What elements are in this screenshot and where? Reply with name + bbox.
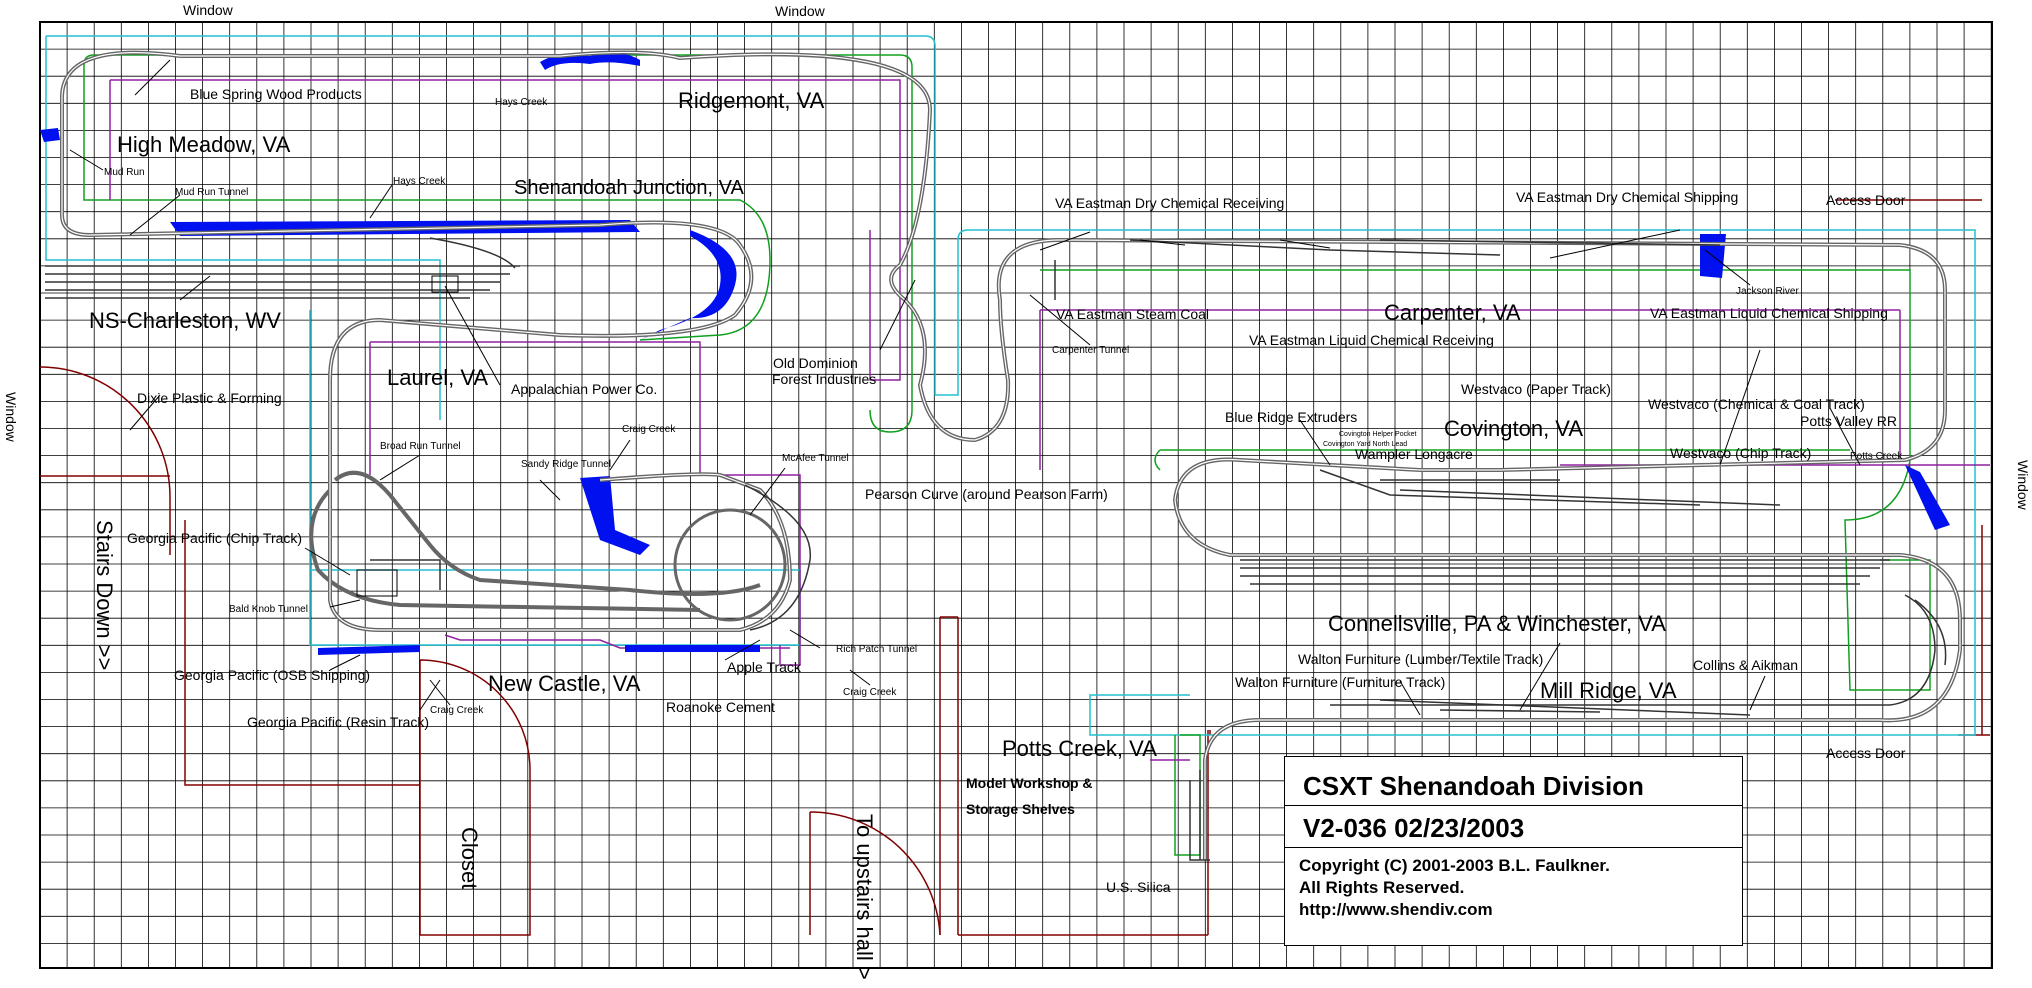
label-gp-osb: Georgia Pacific (OSB Shipping) (174, 667, 371, 683)
label-covington-helper-pocket: Covington Helper Pocket (1339, 431, 1417, 438)
track-rails (61, 51, 1961, 860)
label-walton-furniture: Walton Furniture (Furniture Track) (1235, 674, 1446, 690)
town-connellsville-winchester: Connellsville, PA & Winchester, VA (1328, 611, 1666, 636)
label-westvaco-chemical: Westvaco (Chemical & Coal Track) (1648, 396, 1865, 412)
label-jackson-river: Jackson River (1736, 286, 1799, 297)
label-vae-dry-receiving: VA Eastman Dry Chemical Receiving (1055, 195, 1285, 211)
label-gp-chip: Georgia Pacific (Chip Track) (127, 530, 303, 546)
leader-lines (69, 59, 1861, 716)
label-craig-creek-2: Craig Creek (430, 705, 484, 716)
label-hays-creek-1: Hays Creek (495, 97, 548, 108)
label-hays-creek-2: Hays Creek (393, 176, 446, 187)
label-gp-resin: Georgia Pacific (Resin Track) (247, 714, 430, 730)
town-potts-creek: Potts Creek, VA (1002, 736, 1157, 761)
label-dixie-plastic: Dixie Plastic & Forming (137, 390, 282, 406)
title-block-rights: All Rights Reserved. (1299, 878, 1465, 897)
label-wampler-longacre: Wampler Longacre (1355, 446, 1473, 462)
label-craig-creek-3: Craig Creek (843, 687, 897, 698)
label-westvaco-chip: Westvaco (Chip Track) (1670, 445, 1812, 461)
title-block-version: V2-036 02/23/2003 (1303, 813, 1525, 843)
label-vae-dry-shipping: VA Eastman Dry Chemical Shipping (1516, 189, 1739, 205)
label-old-dominion-1: Old Dominion (773, 355, 858, 371)
water-features (40, 52, 1950, 655)
town-laurel: Laurel, VA (387, 365, 489, 390)
loop-circle (673, 508, 787, 622)
town-covington: Covington, VA (1444, 416, 1584, 441)
label-bald-knob-tunnel: Bald Knob Tunnel (229, 604, 308, 615)
closet-label: Closet (457, 827, 482, 890)
upstairs-hall-label: To upstairs hall > (852, 814, 877, 980)
label-craig-creek-1: Craig Creek (622, 424, 676, 435)
label-walton-lumber: Walton Furniture (Lumber/Textile Track) (1298, 651, 1544, 667)
label-blue-ridge-extruders: Blue Ridge Extruders (1225, 409, 1358, 425)
access-door-top[interactable]: Access Door (1826, 192, 1906, 208)
access-door-bottom[interactable]: Access Door (1826, 745, 1906, 761)
town-ridgemont: Ridgemont, VA (678, 88, 825, 113)
town-mill-ridge: Mill Ridge, VA (1540, 678, 1677, 703)
town-high-meadow: High Meadow, VA (117, 132, 291, 157)
window-label-left: Window (3, 392, 19, 442)
label-blue-spring: Blue Spring Wood Products (190, 86, 362, 102)
label-collins-aikman: Collins & Aikman (1693, 657, 1799, 673)
window-label-top-middle: Window (775, 3, 825, 19)
workshop-label-1: Model Workshop & (966, 775, 1093, 791)
label-broad-run-tunnel: Broad Run Tunnel (380, 441, 461, 452)
window-label-right: Window (2015, 460, 2031, 510)
label-rich-patch-tunnel: Rich Patch Tunnel (836, 644, 918, 655)
grid (39, 21, 1992, 968)
wall-lines (39, 199, 1990, 936)
label-carpenter-tunnel: Carpenter Tunnel (1052, 345, 1130, 356)
label-vae-steam-coal: VA Eastman Steam Coal (1056, 306, 1210, 322)
label-pearson-curve: Pearson Curve (around Pearson Farm) (865, 486, 1108, 502)
label-mud-run-tunnel: Mud Run Tunnel (175, 187, 249, 198)
town-new-castle: New Castle, VA (488, 671, 641, 696)
town-shenandoah-junction: Shenandoah Junction, VA (514, 177, 744, 199)
label-old-dominion-2: Forest Industries (772, 371, 877, 387)
label-vae-liquid-receiving: VA Eastman Liquid Chemical Receiving (1249, 332, 1494, 348)
label-appalachian-power: Appalachian Power Co. (511, 381, 658, 397)
label-covington-yard-north-lead: Covington Yard North Lead (1323, 441, 1408, 448)
window-label-top-left: Window (183, 2, 233, 18)
town-carpenter: Carpenter, VA (1384, 300, 1521, 325)
label-apple-track: Apple Track (727, 659, 801, 675)
label-roanoke-cement: Roanoke Cement (666, 699, 775, 715)
title-block-title: CSXT Shenandoah Division (1303, 771, 1644, 801)
label-vae-liquid-shipping: VA Eastman Liquid Chemical Shipping (1650, 305, 1888, 321)
room-walls (39, 21, 1993, 969)
label-sandy-ridge-tunnel: Sandy Ridge Tunnel (521, 459, 612, 470)
label-westvaco-paper: Westvaco (Paper Track) (1461, 381, 1611, 397)
label-mcafee-tunnel: McAfee Tunnel (782, 453, 849, 464)
label-us-silica: U.S. Silica (1106, 879, 1171, 895)
workshop-label-2: Storage Shelves (966, 801, 1075, 817)
benchwork-outlines (45, 35, 1990, 856)
title-block-copyright: Copyright (C) 2001-2003 B.L. Faulkner. (1299, 856, 1610, 875)
structures (356, 275, 459, 597)
label-potts-creek-small: Potts Creek (1850, 451, 1903, 462)
stairs-down-label: Stairs Down >> (92, 520, 117, 671)
title-block-credits: Copyright (C) 2001-2003 B.L. Faulkner. A… (1299, 855, 1610, 921)
label-potts-valley-rr: Potts Valley RR (1800, 413, 1897, 429)
title-block: CSXT Shenandoah Division V2-036 02/23/20… (1284, 756, 1743, 946)
town-ns-charleston: NS-Charleston, WV (89, 308, 281, 333)
track-sidings (45, 237, 1947, 861)
title-block-url[interactable]: http://www.shendiv.com (1299, 900, 1493, 919)
label-mud-run: Mud Run (104, 167, 145, 178)
